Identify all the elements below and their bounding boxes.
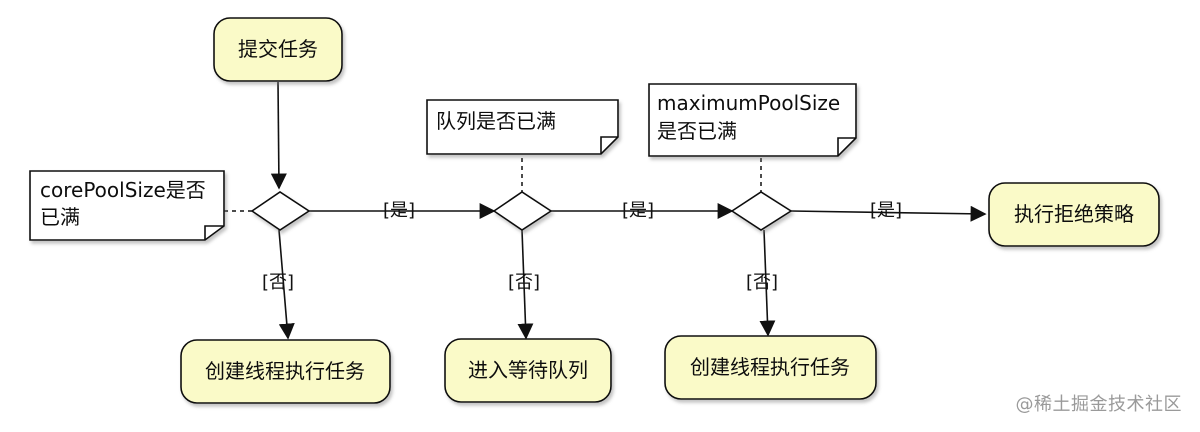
decision1-no-line [278, 229, 295, 340]
create-thread-max-label: 创建线程执行任务 [690, 355, 850, 379]
flow-lines [270, 81, 987, 340]
max-pool-note: maximumPoolSize 是否已满 [648, 83, 857, 157]
queue-decision [492, 191, 553, 231]
note-connectors [224, 158, 762, 212]
core-pool-note-line2: 已满 [40, 205, 80, 229]
no-label-2: [否] [508, 272, 540, 293]
decision3-no-line [759, 229, 776, 337]
yes-label-1: [是] [383, 200, 415, 221]
watermark: @稀土掘金技术社区 [1015, 394, 1182, 415]
submit-task-node: 提交任务 [213, 17, 343, 82]
core-pool-note-line1: corePoolSize是否 [40, 178, 206, 202]
submit-to-decision-line [270, 81, 287, 190]
enqueue-wait-label: 进入等待队列 [468, 358, 588, 382]
submit-task-label: 提交任务 [238, 37, 318, 61]
queue-note: 队列是否已满 [426, 99, 619, 155]
reject-policy-node: 执行拒绝策略 [988, 182, 1160, 247]
queue-note-label: 队列是否已满 [436, 109, 556, 133]
decision2-no-line [517, 229, 534, 340]
yes-label-2: [是] [622, 200, 654, 221]
core-pool-note: corePoolSize是否 已满 [29, 170, 225, 241]
create-thread-core-label: 创建线程执行任务 [205, 359, 365, 383]
yes-label-3: [是] [870, 200, 902, 221]
create-thread-core-node: 创建线程执行任务 [180, 339, 391, 404]
decision3-to-reject-line [790, 205, 987, 222]
no-label-1: [否] [262, 272, 294, 293]
max-pool-note-line1: maximumPoolSize [657, 91, 840, 115]
create-thread-max-node: 创建线程执行任务 [664, 335, 877, 400]
max-pool-decision [730, 191, 793, 231]
no-label-3: [否] [746, 272, 778, 293]
enqueue-wait-node: 进入等待队列 [444, 338, 612, 403]
max-pool-note-line2: 是否已满 [657, 119, 737, 143]
reject-policy-label: 执行拒绝策略 [1014, 202, 1134, 226]
core-pool-decision [250, 191, 311, 231]
